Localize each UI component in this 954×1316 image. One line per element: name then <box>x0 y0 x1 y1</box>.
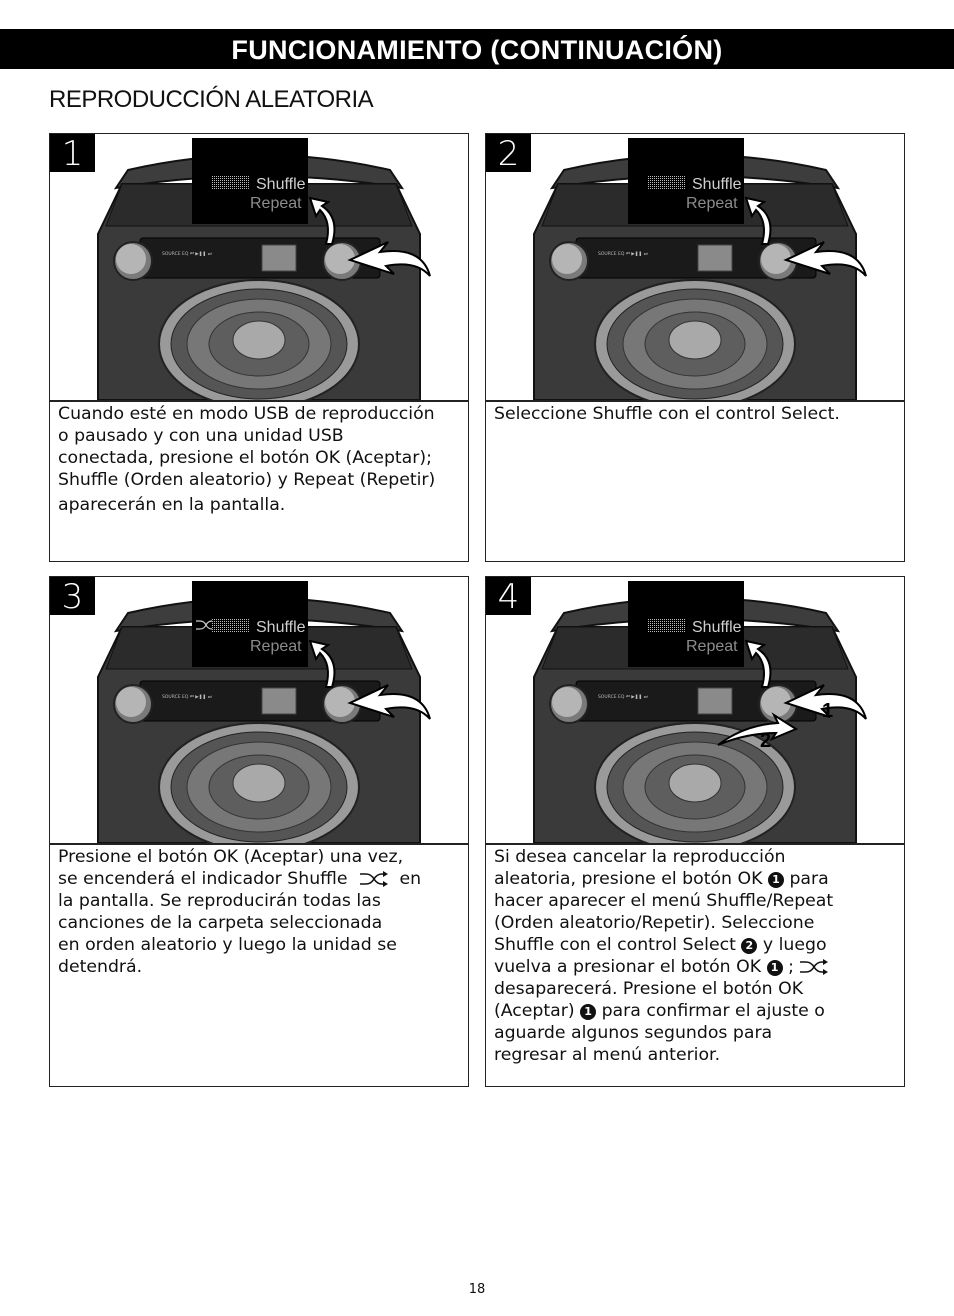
speaker-illustration: SOURCE EQ ⏮ ▶❚❚ ⏭ Shuffle Repeat <box>50 134 468 402</box>
control-panel-labels: SOURCE EQ ⏮ ▶❚❚ ⏭ <box>162 694 212 700</box>
callout-badge: 1 <box>767 960 783 976</box>
step-2-text: Seleccione Shuffle con el control Select… <box>494 403 898 425</box>
speaker-illustration: SOURCE EQ ⏮ ▶❚❚ ⏭ Shuffle Repeat <box>50 577 468 845</box>
display-shuffle-text: Shuffle <box>256 619 306 636</box>
callout-badge: 2 <box>741 938 757 954</box>
step-number: 3 <box>50 577 95 615</box>
shuffle-icon <box>799 959 829 975</box>
display-repeat-text: Repeat <box>686 195 738 212</box>
control-panel-labels: SOURCE EQ ⏮ ▶❚❚ ⏭ <box>598 251 648 257</box>
callout-badge: 1 <box>580 1004 596 1020</box>
step-1-text: Cuando esté en modo USB de reproducción … <box>58 403 462 516</box>
speaker-illustration: SOURCE EQ ⏮ ▶❚❚ ⏭ Shuffle Repeat <box>486 134 904 402</box>
step-number: 4 <box>486 577 531 615</box>
shuffle-icon <box>359 871 389 887</box>
callout-1: 1 <box>822 700 833 722</box>
display-shuffle-text: Shuffle <box>692 176 742 193</box>
page-header: FUNCIONAMIENTO (CONTINUACIÓN) <box>0 29 954 69</box>
control-panel-labels: SOURCE EQ ⏮ ▶❚❚ ⏭ <box>598 694 648 700</box>
step-4-panel: SOURCE EQ ⏮ ▶❚❚ ⏭ Shuffle Repeat 4 1 2 <box>485 576 905 1087</box>
callout-arrows: 1 2 <box>716 687 886 757</box>
step-3-text: Presione el botón OK (Aceptar) una vez, … <box>58 846 462 978</box>
display-shuffle-text: Shuffle <box>256 176 306 193</box>
control-panel-labels: SOURCE EQ ⏮ ▶❚❚ ⏭ <box>162 251 212 257</box>
step-2-panel: SOURCE EQ ⏮ ▶❚❚ ⏭ Shuffle Repeat 2 Selec… <box>485 133 905 562</box>
page-number: 18 <box>0 1282 954 1297</box>
step-number: 2 <box>486 134 531 172</box>
section-title: REPRODUCCIÓN ALEATORIA <box>49 86 373 114</box>
display-shuffle-text: Shuffle <box>692 619 742 636</box>
step-1-panel: SOURCE EQ ⏮ ▶❚❚ ⏭ Shuffle Repeat 1 Cuand… <box>49 133 469 562</box>
display-repeat-text: Repeat <box>250 195 302 212</box>
step-4-text: Si desea cancelar la reproducción aleato… <box>494 846 898 1066</box>
display-repeat-text: Repeat <box>250 638 302 655</box>
step-number: 1 <box>50 134 95 172</box>
display-repeat-text: Repeat <box>686 638 738 655</box>
callout-badge: 1 <box>768 872 784 888</box>
step-3-panel: SOURCE EQ ⏮ ▶❚❚ ⏭ Shuffle Repeat 3 Presi… <box>49 576 469 1087</box>
